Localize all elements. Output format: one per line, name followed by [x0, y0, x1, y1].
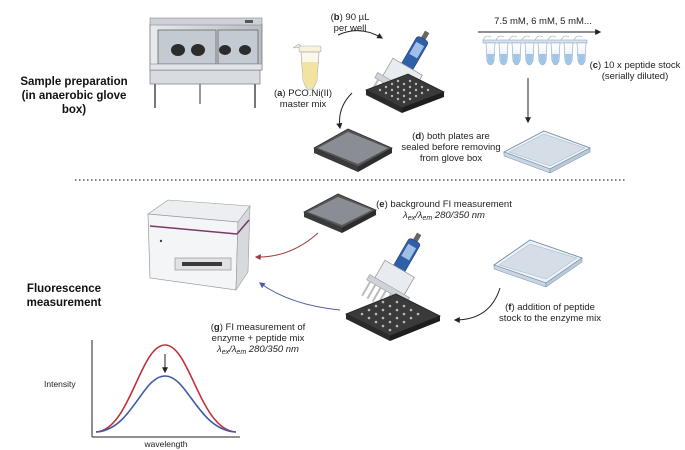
concentration-label: 7.5 mM, 6 mM, 5 mM...	[482, 16, 604, 27]
step-g-label: (g) FI measurement of enzyme + peptide m…	[199, 322, 317, 356]
step-text: sealed before removing	[401, 142, 501, 153]
section-title-line: Sample preparation	[20, 76, 128, 88]
step-letter: a	[277, 88, 283, 99]
step-letter: c	[592, 60, 599, 71]
96-well-plate-icon-2	[345, 293, 441, 341]
eppendorf-tube-icon	[292, 43, 322, 91]
step-text: master mix	[279, 99, 327, 110]
arrow-background-measure	[254, 232, 319, 261]
step-b-label: (b) 90 µL per well	[318, 12, 382, 34]
lambda-symbol: λ	[417, 210, 423, 221]
step-text: (serially diluted)	[601, 71, 669, 82]
step-a-label: (a) PCO.Ni(II) master mix	[254, 88, 352, 110]
curve-red	[95, 344, 237, 433]
step-text: FI measurement of	[225, 322, 306, 333]
step-d-label: (d) both plates are sealed before removi…	[398, 131, 504, 164]
section-title-line: box)	[61, 104, 87, 116]
curve-blue	[95, 375, 237, 433]
section-title-line: measurement	[26, 297, 102, 309]
step-letter: e	[379, 199, 385, 210]
arrow-b	[337, 30, 384, 39]
sealed-plate-icon-e	[303, 193, 377, 233]
section-title-fluorescence: Fluorescence measurement	[0, 282, 128, 310]
clear-plate-icon	[502, 130, 592, 174]
step-text: stock to the enzyme mix	[499, 313, 601, 324]
step-letter: d	[415, 131, 422, 142]
subscript-em: em	[422, 215, 433, 222]
step-letter: b	[333, 12, 340, 23]
section-title-line: (in anaerobic glove	[21, 90, 127, 102]
clear-plate-icon-f	[493, 239, 583, 288]
plate-reader-icon	[147, 199, 251, 292]
arrow-fi-measure	[259, 282, 341, 311]
step-letter: f	[508, 302, 512, 313]
lambda-symbol: λ	[217, 344, 222, 355]
step-letter: g	[213, 322, 220, 333]
section-title-sample-prep: Sample preparation (in anaerobic glove b…	[0, 75, 148, 117]
arrow-to-sealed	[336, 92, 353, 130]
concentration-text: 7.5 mM, 6 mM, 5 mM...	[494, 16, 592, 27]
step-text: from glove box	[419, 153, 483, 164]
plot-xlabel: wavelength	[144, 439, 188, 449]
lambda-symbol: λ	[403, 210, 408, 221]
tube-strip-icon	[482, 35, 588, 66]
step-text: addition of peptide	[517, 302, 595, 313]
wavelength-value: 280/350 nm	[434, 210, 485, 221]
96-well-plate-icon	[365, 73, 445, 113]
glove-box-icon	[149, 17, 263, 108]
section-title-line: Fluorescence	[26, 283, 102, 295]
step-text: enzyme + peptide mix	[211, 333, 305, 344]
step-text: both plates are	[426, 131, 490, 142]
step-text: 90 µL	[345, 12, 370, 23]
step-f-label: (f) addition of peptide stock to the enz…	[489, 302, 611, 324]
step-text: background FI measurement	[390, 199, 512, 210]
step-e-label: (e) background FI measurement λex/λem 28…	[376, 199, 512, 222]
spectrum-plot	[91, 340, 240, 438]
plot-ylabel: Intensity	[44, 379, 76, 389]
step-text: per well	[333, 23, 367, 34]
subscript-ex: ex	[221, 349, 230, 356]
step-text: 10 x peptide stock	[603, 60, 681, 71]
subscript-em: em	[236, 349, 247, 356]
step-text: PCO.Ni(II)	[288, 88, 333, 99]
subscript-ex: ex	[407, 215, 416, 222]
arrow-f	[453, 287, 501, 323]
step-c-label: (c) 10 x peptide stock (serially diluted…	[586, 60, 684, 82]
sealed-plate-icon	[313, 128, 393, 172]
lambda-symbol: λ	[231, 344, 237, 355]
wavelength-value: 280/350 nm	[248, 344, 299, 355]
